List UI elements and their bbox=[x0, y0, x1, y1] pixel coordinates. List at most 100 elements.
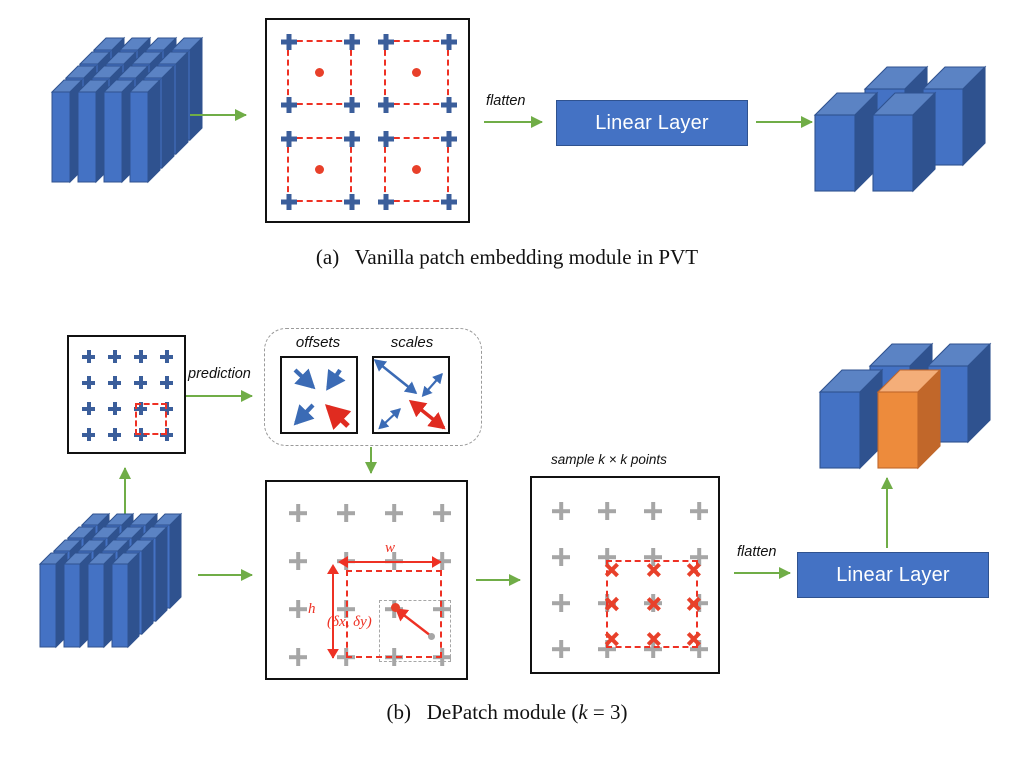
panel-b-caption-main: DePatch module ( bbox=[426, 700, 579, 724]
grid-cross bbox=[690, 502, 708, 520]
token-cross bbox=[108, 376, 121, 389]
corner-cross bbox=[441, 97, 457, 113]
height-dimension-arrow bbox=[327, 564, 339, 659]
corner-cross bbox=[344, 97, 360, 113]
corner-cross bbox=[441, 131, 457, 147]
grid-cross bbox=[289, 600, 307, 618]
corner-cross bbox=[344, 131, 360, 147]
panel-b-output-tokens bbox=[818, 342, 992, 470]
grid-cross bbox=[552, 594, 570, 612]
sample-point bbox=[604, 631, 620, 647]
scales-box bbox=[372, 356, 450, 434]
sample-point bbox=[604, 562, 620, 578]
patch-box bbox=[384, 137, 449, 202]
token-cross bbox=[108, 428, 121, 441]
width-label: w bbox=[385, 540, 396, 556]
panel-a-flatten-label: flatten bbox=[486, 93, 526, 109]
delta-offset-label: (δx, δy) bbox=[327, 614, 372, 630]
panel-b-caption-prefix: (b) bbox=[386, 700, 411, 724]
token-cross bbox=[82, 376, 95, 389]
panel-a-input-feature-map bbox=[50, 36, 204, 184]
deformed-center-dot bbox=[391, 603, 400, 612]
grid-cross bbox=[598, 502, 616, 520]
grid-cross bbox=[289, 648, 307, 666]
corner-cross bbox=[281, 131, 297, 147]
corner-cross bbox=[378, 131, 394, 147]
panel-b-token-grid bbox=[67, 335, 186, 454]
corner-cross bbox=[281, 34, 297, 50]
offsets-box bbox=[280, 356, 358, 434]
depatch-geometry-box: w h (δx, δy) bbox=[265, 480, 468, 680]
height-label: h bbox=[308, 601, 316, 617]
token-cross bbox=[108, 402, 121, 415]
arrow-prediction bbox=[186, 390, 253, 402]
grid-cross bbox=[337, 504, 355, 522]
token-cross bbox=[160, 376, 173, 389]
corner-cross bbox=[441, 34, 457, 50]
corner-cross bbox=[441, 194, 457, 210]
highlighted-patch-box bbox=[135, 403, 167, 435]
grid-cross bbox=[289, 504, 307, 522]
grid-cross bbox=[289, 552, 307, 570]
patch-center-dot bbox=[315, 68, 324, 77]
grid-cross bbox=[552, 502, 570, 520]
corner-cross bbox=[281, 97, 297, 113]
corner-cross bbox=[378, 194, 394, 210]
panel-b-caption-eq: = 3) bbox=[587, 700, 628, 724]
patch-box bbox=[287, 137, 352, 202]
sample-points-box bbox=[530, 476, 720, 674]
token-cross bbox=[82, 428, 95, 441]
panel-b-input-feature-map bbox=[38, 512, 183, 649]
corner-cross bbox=[344, 194, 360, 210]
arrow-input-to-tokengrid bbox=[119, 467, 131, 517]
token-cross bbox=[134, 376, 147, 389]
grid-cross bbox=[433, 504, 451, 522]
arrow-input-to-depatch bbox=[198, 569, 253, 581]
corner-cross bbox=[281, 194, 297, 210]
patch-center-dot bbox=[412, 165, 421, 174]
token-cross bbox=[82, 402, 95, 415]
arrow-linear-to-output-b bbox=[881, 477, 893, 548]
token-cross bbox=[160, 350, 173, 363]
token-cross bbox=[108, 350, 121, 363]
deformed-patch-region bbox=[346, 570, 442, 658]
sample-point bbox=[604, 596, 620, 612]
grid-cross bbox=[552, 640, 570, 658]
grid-cross bbox=[385, 504, 403, 522]
scale-arrows bbox=[373, 359, 446, 430]
arrow-sample-to-linear bbox=[734, 567, 791, 579]
sample-point bbox=[646, 562, 662, 578]
grid-cross bbox=[552, 548, 570, 566]
corner-cross bbox=[378, 97, 394, 113]
patch-center-dot bbox=[315, 165, 324, 174]
sample-point bbox=[686, 562, 702, 578]
grid-cross bbox=[644, 502, 662, 520]
panel-a-caption: (a) Vanilla patch embedding module in PV… bbox=[0, 245, 1014, 270]
panel-a-patch-grid bbox=[265, 18, 470, 223]
panel-b-caption-k: k bbox=[578, 700, 588, 724]
corner-cross bbox=[344, 34, 360, 50]
corner-cross bbox=[378, 34, 394, 50]
panel-a-linear-layer[interactable]: Linear Layer bbox=[556, 100, 748, 146]
anchor-point-dot bbox=[428, 633, 435, 640]
scales-label: scales bbox=[390, 334, 434, 351]
panel-b-linear-layer[interactable]: Linear Layer bbox=[797, 552, 989, 598]
offset-arrows bbox=[293, 368, 352, 431]
panel-a-caption-text: Vanilla patch embedding module in PVT bbox=[354, 245, 699, 269]
panel-b-flatten-label: flatten bbox=[737, 544, 777, 560]
panel-a-caption-prefix: (a) bbox=[315, 245, 340, 269]
offset-delta-arrow bbox=[395, 608, 432, 637]
token-cross bbox=[134, 350, 147, 363]
highlighted-output-token bbox=[876, 368, 942, 470]
arrow-prediction-to-depatch bbox=[365, 447, 377, 474]
width-dimension-arrow bbox=[338, 556, 442, 568]
offsets-label: offsets bbox=[295, 334, 341, 351]
patch-box bbox=[287, 40, 352, 105]
arrow-input-to-patchgrid bbox=[190, 109, 247, 121]
sample-point bbox=[686, 631, 702, 647]
sample-points-label: sample k × k points bbox=[551, 452, 667, 467]
sample-point bbox=[686, 596, 702, 612]
arrow-depatch-to-sample bbox=[476, 574, 521, 586]
original-patch-region bbox=[379, 600, 451, 662]
